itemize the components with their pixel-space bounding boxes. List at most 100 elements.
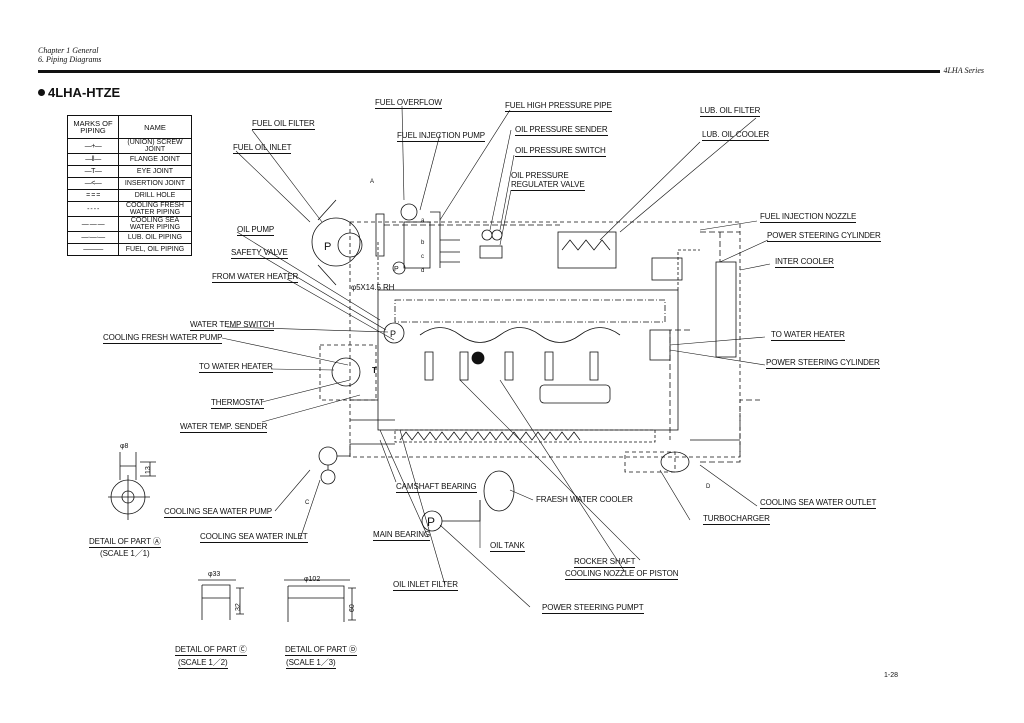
label-fuel-injection-nozzle: FUEL INJECTION NOZZLE [760, 212, 857, 223]
label-detail-c: DETAIL OF PART Ⓒ [175, 645, 247, 656]
label-inter-cooler: INTER COOLER [775, 257, 834, 268]
dim-phi102: φ102 [304, 576, 320, 583]
label-detail-d: DETAIL OF PART Ⓓ [285, 645, 357, 656]
label-cooling-nozzle-of-piston: COOLING NOZZLE OF PISTON [565, 569, 679, 580]
label-lub-oil-cooler: LUB. OIL COOLER [702, 130, 770, 141]
label-fuel-high-pressure-pipe: FUEL HIGH PRESSURE PIPE [505, 101, 612, 112]
bullet-icon [38, 89, 45, 96]
label-oil-tank: OIL TANK [490, 541, 525, 552]
cylinder-head-outline [377, 289, 679, 431]
page-title: 4LHA-HTZE [38, 85, 120, 100]
label-power-steering-pumpt: POWER STEERING PUMPT [542, 603, 644, 614]
fuel-injection-pump-top-icon [400, 203, 418, 221]
marker-d: D [706, 484, 711, 490]
mark-name: (UNION) SCREW JOINT [118, 138, 192, 154]
dim-phi8: φ8 [120, 443, 129, 450]
chapter-heading: Chapter 1 General [38, 46, 99, 55]
dim-32: 32 [235, 603, 242, 611]
label-camshaft-bearing: CAMSHAFT BEARING [396, 482, 477, 493]
dim-phi33: φ33 [208, 571, 220, 578]
label-fuel-overflow: FUEL OVERFLOW [375, 98, 442, 109]
label-oil-inlet-filter: OIL INLET FILTER [393, 580, 458, 591]
leader-lines [221, 105, 771, 608]
fuel-injection-pump-body [403, 221, 431, 269]
label-scale-a: (SCALE 1／1) [100, 549, 150, 558]
camshaft-rail [394, 429, 656, 443]
oil-pressure-sender-icon [481, 229, 493, 241]
power-steering-cylinder-box [715, 261, 737, 358]
label-scale-d: (SCALE 1／3) [286, 658, 336, 669]
svg-text:P: P [324, 241, 331, 253]
label-turbocharger: TURBOCHARGER [703, 514, 770, 525]
label-cooling-fresh-water-pump: COOLING FRESH WATER PUMP [103, 333, 223, 344]
label-fuel-oil-filter: FUEL OIL FILTER [252, 119, 315, 130]
detail-c-shape [201, 584, 244, 620]
marker-rd: d [421, 268, 424, 274]
label-oil-pump: OIL PUMP [237, 225, 275, 236]
regulater-valve-icon [479, 245, 503, 259]
lub-oil-cooler-box [557, 231, 617, 269]
marker-t: T [372, 366, 377, 375]
label-regulater-valve: REGULATER VALVE [511, 180, 585, 191]
marker-rb: b [421, 240, 425, 246]
label-thermostat: THERMOSTAT [211, 398, 264, 409]
label-detail-a: DETAIL OF PART Ⓐ [89, 537, 161, 548]
marker-c: C [305, 500, 310, 506]
mark-symbol: ——— [67, 243, 119, 256]
name-header: NAME [118, 115, 192, 139]
label-rh-spec: φ5X14.5 RH [351, 283, 395, 292]
label-main-bearing: MAIN BEARING [373, 530, 431, 541]
label-lub-oil-filter: LUB. OIL FILTER [700, 106, 761, 117]
oil-pressure-switch-icon [491, 229, 503, 241]
oil-pump-icon [383, 322, 405, 344]
header-rule [38, 70, 940, 73]
engine-block-outline [349, 221, 741, 458]
label-fuel-injection-pump: FUEL INJECTION PUMP [397, 131, 486, 142]
marker-rc: c [421, 254, 424, 260]
inter-cooler-box [651, 257, 683, 281]
fuel-oil-filter-icon [311, 217, 361, 267]
label-cooling-sea-water-inlet: COOLING SEA WATER INLET [200, 532, 308, 543]
page-number: 1-28 [884, 672, 899, 679]
mark-name: FUEL, OIL PIPING [118, 243, 192, 256]
cooling-sea-water-pump-icon [318, 446, 338, 466]
marker-ra: a [421, 218, 425, 224]
svg-text:P: P [427, 515, 435, 529]
label-oil-pressure-sender: OIL PRESSURE SENDER [515, 125, 608, 136]
label-oil-pressure: OIL PRESSURE [511, 171, 569, 180]
label-from-water-heater: FROM WATER HEATER [212, 272, 299, 283]
svg-text:P: P [390, 329, 396, 339]
label-rocker-shaft: ROCKER SHAFT [574, 557, 636, 568]
cylinders [424, 351, 599, 381]
label-power-steering-cylinder-top: POWER STEERING CYLINDER [767, 231, 881, 242]
label-fraesh-water-cooler: FRAESH WATER COOLER [536, 495, 633, 504]
oil-cooler-body [539, 384, 611, 404]
fresh-water-cooler-icon [483, 470, 515, 512]
lub-oil-gallery [419, 327, 621, 343]
label-power-steering-cylinder-mid: POWER STEERING CYLINDER [766, 358, 880, 369]
detail-d-shape [287, 585, 356, 622]
label-to-water-heater-right: TO WATER HEATER [771, 330, 845, 341]
label-safety-valve: SAFETY VALVE [231, 248, 288, 259]
label-water-temp-sender: WATER TEMP. SENDER [180, 422, 268, 433]
cooling-fresh-water-pump-icon [331, 357, 361, 387]
label-to-water-heater-left: TO WATER HEATER [199, 362, 273, 373]
label-fuel-oil-inlet: FUEL OIL INLET [233, 143, 292, 154]
dim-60: 60 [349, 604, 356, 612]
marker-p: P [394, 266, 399, 273]
series-label: 4LHA Series [943, 66, 984, 75]
label-water-temp-switch: WATER TEMP SWITCH [190, 320, 275, 331]
marker-a: A [370, 179, 374, 185]
label-oil-pressure-switch: OIL PRESSURE SWITCH [515, 146, 606, 157]
section-heading: 6. Piping Diagrams [38, 55, 102, 64]
oil-gallery-outline [394, 299, 666, 323]
title-text: 4LHA-HTZE [48, 85, 121, 100]
label-cooling-sea-water-pump: COOLING SEA WATER PUMP [164, 507, 273, 518]
dim-13: 13 [145, 466, 152, 474]
water-heater-block [649, 329, 671, 361]
p-marker-top [392, 261, 406, 275]
label-cooling-sea-water-outlet: COOLING SEA WATER OUTLET [760, 498, 877, 509]
label-scale-c: (SCALE 1／2) [178, 658, 228, 669]
